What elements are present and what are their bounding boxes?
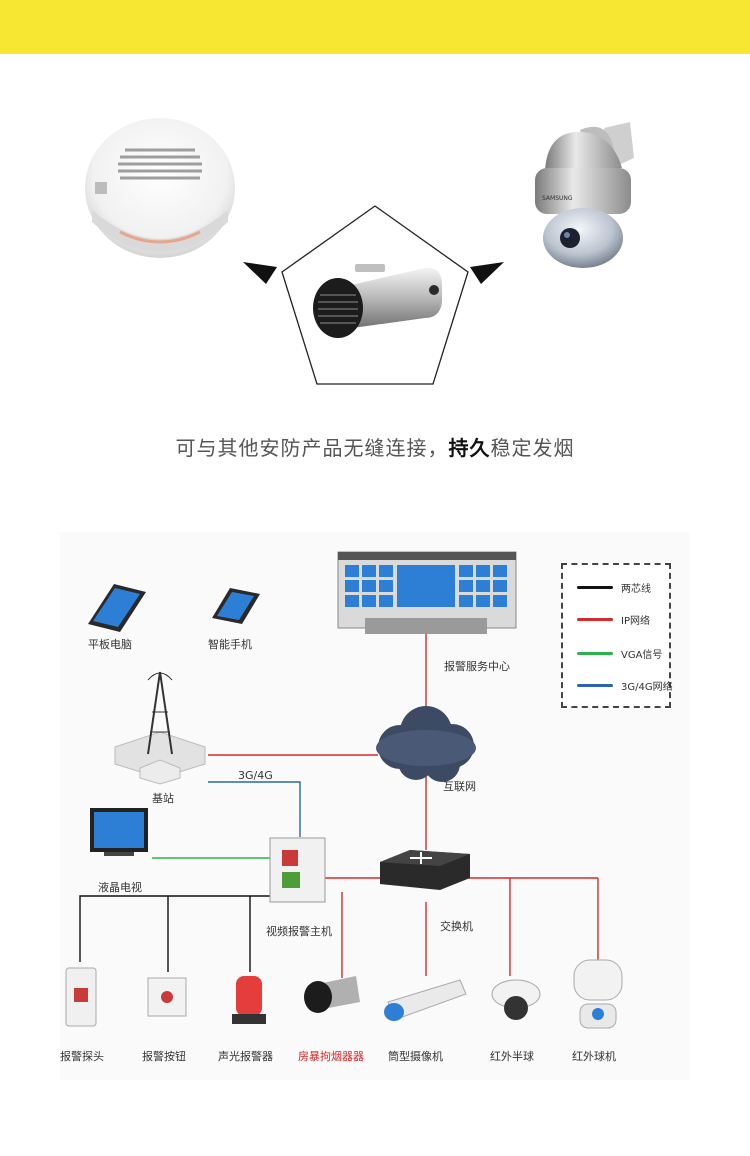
label-bullet-camera: 筒型摄像机 — [388, 1050, 443, 1063]
phone-icon — [212, 588, 260, 624]
label-sound-light-alarm: 声光报警器 — [218, 1050, 273, 1063]
alarm-detector-icon — [65, 967, 97, 1027]
top-yellow-banner — [0, 0, 750, 54]
label-smoke-generator: 房暴拘烟器器 — [298, 1050, 364, 1063]
legend-swatch — [577, 684, 613, 687]
alarm-button-icon — [147, 977, 187, 1017]
ptz-camera-image: SAMSUNG — [535, 122, 634, 268]
tablet-icon — [88, 584, 146, 632]
system-diagram: 平板电脑 智能手机 报警服务中心 基站 3G/4G 互联网 液晶电视 视频报警主… — [60, 532, 690, 1080]
label-internet: 互联网 — [443, 780, 476, 793]
ir-dome-icon — [491, 979, 541, 1020]
label-alarm-center: 报警服务中心 — [444, 660, 510, 673]
label-phone: 智能手机 — [208, 638, 252, 651]
hero-illustration: SAMSUNG — [85, 118, 634, 385]
internet-cloud-icon — [376, 706, 476, 782]
legend-swatch — [577, 618, 613, 621]
label-alarm-button: 报警按钮 — [142, 1050, 186, 1063]
smoke-generator-image — [313, 264, 442, 338]
ir-ptz-icon — [573, 959, 623, 1029]
arrow-left-icon — [243, 262, 277, 284]
legend: 两芯线 IP网络 VGA信号 3G/4G网络 — [561, 563, 673, 708]
base-station-icon — [114, 671, 206, 785]
label-ir-dome: 红外半球 — [490, 1050, 534, 1063]
label-3g4g-link: 3G/4G — [238, 769, 273, 782]
two-wire-lines — [79, 895, 270, 972]
network-switch-icon — [380, 850, 470, 890]
label-lcd-tv: 液晶电视 — [98, 881, 142, 894]
bullet-camera-icon — [384, 979, 467, 1021]
label-tablet: 平板电脑 — [88, 638, 132, 651]
label-video-alarm-host: 视频报警主机 — [266, 925, 332, 938]
label-ir-ptz: 红外球机 — [572, 1050, 616, 1063]
legend-swatch — [577, 586, 613, 589]
label-switch: 交换机 — [440, 920, 473, 933]
legend-swatch — [577, 652, 613, 655]
smoke-detector-image — [85, 118, 235, 258]
ip-network-lines — [208, 632, 599, 978]
smoke-generator-small-icon — [304, 976, 360, 1013]
lcd-tv-icon — [90, 808, 148, 856]
camera-brand: SAMSUNG — [542, 195, 573, 202]
sound-light-alarm-icon — [232, 976, 266, 1024]
tagline: 可与其他安防产品无缝连接，持久稳定发烟 — [175, 436, 575, 460]
3g4g-lines — [208, 781, 301, 837]
alarm-center-icon — [337, 551, 517, 634]
arrow-right-icon — [470, 262, 504, 284]
video-alarm-host-icon — [269, 837, 326, 903]
label-alarm-detector: 报警探头 — [60, 1050, 104, 1063]
label-base-station: 基站 — [152, 792, 174, 805]
